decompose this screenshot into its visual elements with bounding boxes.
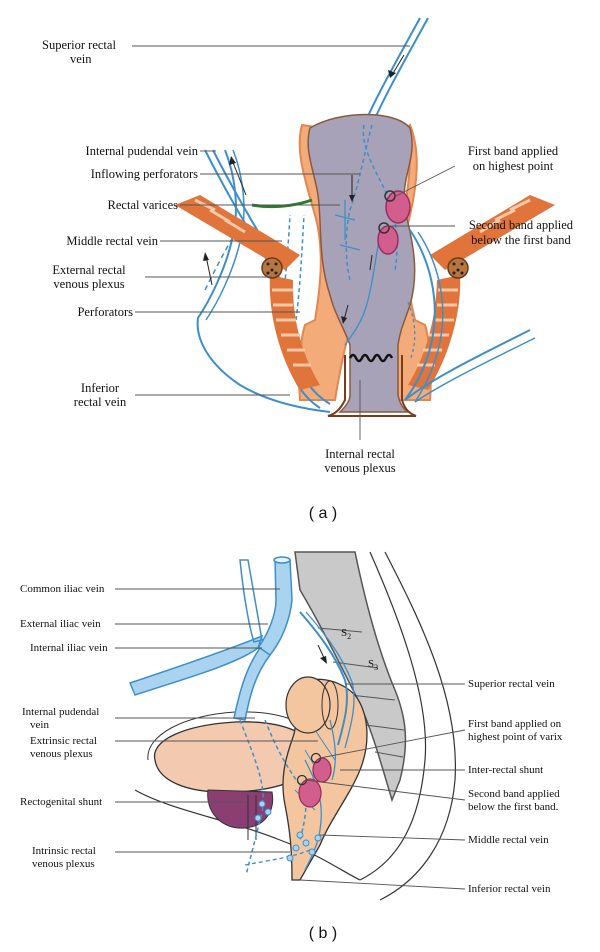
label-superior-rectal-vein-1: Superior rectal [42, 38, 116, 52]
superior-rectal-vein-b [299, 611, 348, 746]
label-inflowing-perforators: Inflowing perforators [90, 167, 198, 181]
label-intrinsic-plexus-2: venous plexus [32, 858, 95, 870]
levator-muscle-left [175, 195, 320, 390]
label-first-band-b-1: First band applied on [468, 718, 562, 730]
label-inferior-rectal-vein-2: rectal vein [73, 395, 127, 409]
first-band-varix [385, 190, 411, 224]
label-second-band-a-2: below the first band [471, 233, 571, 247]
label-inferior-rectal-vein-1: Inferior [80, 381, 120, 395]
caption-a: ( a ) [308, 505, 338, 522]
label-middle-rectal-vein-b: Middle rectal vein [468, 834, 549, 846]
label-external-iliac-vein: External iliac vein [20, 618, 101, 630]
label-intrinsic-plexus-1: Intrinsic rectal [32, 845, 96, 857]
label-internal-pudendal-vein-b-1: Internal pudendal [22, 706, 100, 718]
rectum-a [307, 113, 416, 413]
label-internal-iliac-vein: Internal iliac vein [30, 642, 108, 654]
label-first-band-b-2: highest point of varix [468, 731, 563, 743]
label-internal-rectal-plexus-2: venous plexus [324, 461, 396, 475]
label-extrinsic-plexus-2: venous plexus [30, 748, 93, 760]
label-second-band-a-1: Second band applied [468, 218, 574, 232]
external-plexus-left [261, 257, 283, 279]
external-plexus-right [447, 257, 469, 279]
first-band-varix-b [312, 757, 332, 783]
label-external-rectal-plexus-2: venous plexus [53, 277, 125, 291]
label-second-band-b-1: Second band applied [468, 788, 560, 800]
label-inter-rectal-shunt: Inter-rectal shunt [468, 764, 544, 776]
label-s2: S2 [341, 627, 352, 642]
label-internal-pudendal-vein: Internal pudendal vein [85, 144, 198, 158]
label-internal-pudendal-vein-b-2: vein [30, 719, 49, 731]
label-first-band-a-2: on highest point [472, 159, 554, 173]
iliac-veins [128, 556, 293, 721]
label-superior-rectal-vein-b: Superior rectal vein [468, 678, 555, 690]
label-extrinsic-plexus-1: Extrinsic rectal [30, 735, 97, 747]
rectal-varices-a [251, 198, 313, 209]
label-first-band-a-1: First band applied [467, 144, 559, 158]
label-internal-rectal-plexus-1: Internal rectal [325, 447, 395, 461]
label-inferior-rectal-vein-b: Inferior rectal vein [468, 883, 551, 895]
label-rectal-varices: Rectal varices [107, 198, 178, 212]
second-band-varix-b [298, 778, 322, 808]
label-middle-rectal-vein: Middle rectal vein [66, 234, 158, 248]
label-perforators: Perforators [77, 305, 133, 319]
caption-b: ( b ) [308, 925, 338, 942]
label-s3: S3 [368, 658, 379, 673]
label-external-rectal-plexus-1: External rectal [52, 263, 126, 277]
label-rectogenital-shunt: Rectogenital shunt [20, 796, 103, 808]
dentate-line [348, 353, 394, 363]
label-second-band-b-2: below the first band. [468, 801, 559, 813]
label-superior-rectal-vein-2: vein [70, 52, 92, 66]
label-common-iliac-vein: Common iliac vein [20, 583, 105, 595]
